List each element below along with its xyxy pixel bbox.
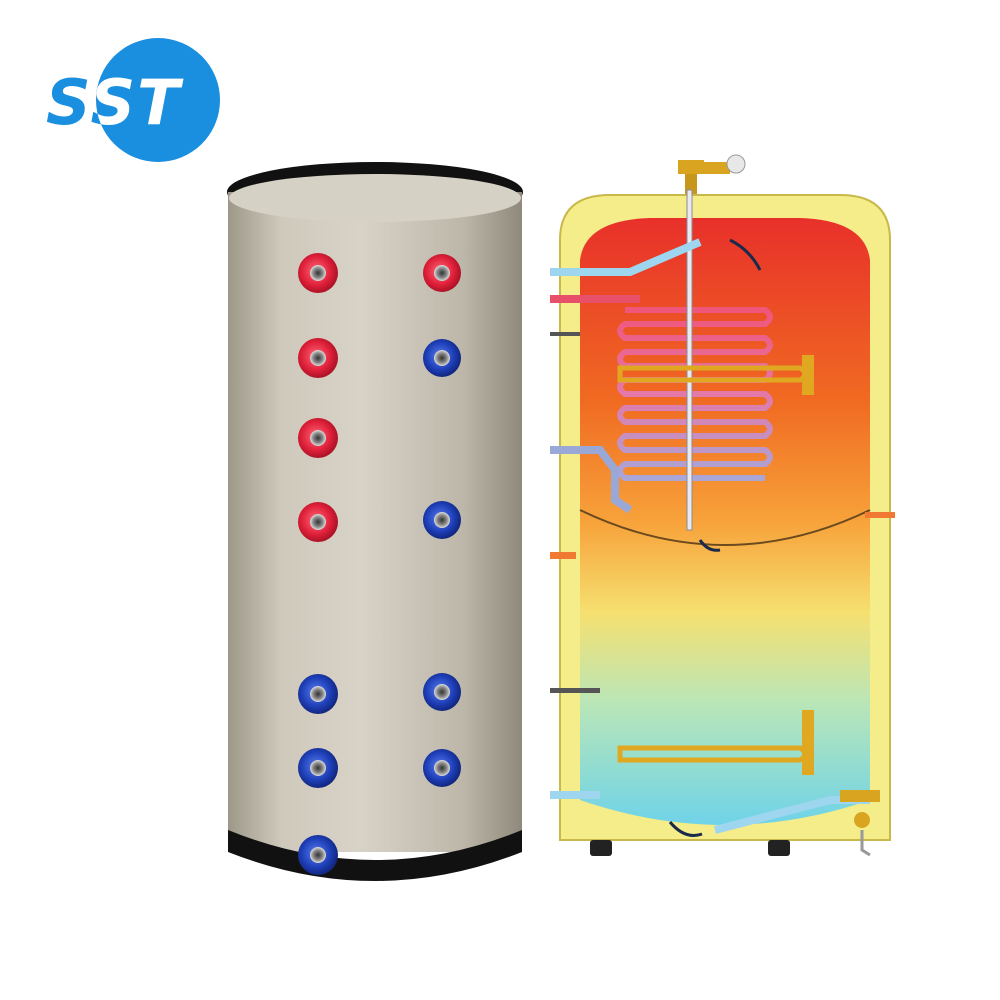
- drain-valve: [840, 790, 880, 857]
- pipe-right-mid: [865, 512, 895, 518]
- tank-cutaway-diagram: [550, 154, 895, 857]
- port-hot: [298, 253, 338, 293]
- port-hot: [298, 502, 338, 542]
- port-cold: [423, 501, 461, 539]
- port-cold: [423, 673, 461, 711]
- port-cold: [298, 835, 338, 875]
- logo-circle: [96, 38, 220, 162]
- foot-left: [590, 840, 612, 856]
- right-port-column: [423, 254, 461, 787]
- sensor-pocket-2: [550, 688, 600, 693]
- port-hot: [423, 254, 461, 292]
- pipe-mid-port: [550, 552, 576, 559]
- sensor-pocket-1: [550, 332, 580, 336]
- tank-bottom-band: [228, 830, 522, 881]
- pipe-coil-inlet: [550, 295, 640, 303]
- inner-vessel-bottom: [579, 509, 871, 546]
- electric-heater-lower: [617, 710, 814, 775]
- tank-photo: [227, 162, 523, 881]
- tank-top-rim: [229, 174, 521, 222]
- flow-arrows: [668, 238, 762, 837]
- port-cold: [423, 339, 461, 377]
- left-port-column: [298, 253, 338, 875]
- port-cold: [298, 748, 338, 788]
- pipe-cold-top: [550, 238, 702, 276]
- logo-letters-left: SST: [46, 66, 184, 139]
- top-valve: [678, 154, 746, 194]
- tank-shell: [228, 192, 522, 852]
- port-hot: [298, 338, 338, 378]
- brand-logo: SST SST: [46, 38, 220, 162]
- electric-heater-upper: [617, 355, 814, 395]
- port-cold: [298, 674, 338, 714]
- port-hot: [298, 418, 338, 458]
- heat-exchanger-coil: [617, 307, 773, 481]
- anode-rod: [686, 189, 693, 531]
- foot-right: [768, 840, 790, 856]
- pipe-coil-outlet: [550, 446, 633, 514]
- logo-letters-right: SST: [46, 66, 184, 139]
- port-cold: [423, 749, 461, 787]
